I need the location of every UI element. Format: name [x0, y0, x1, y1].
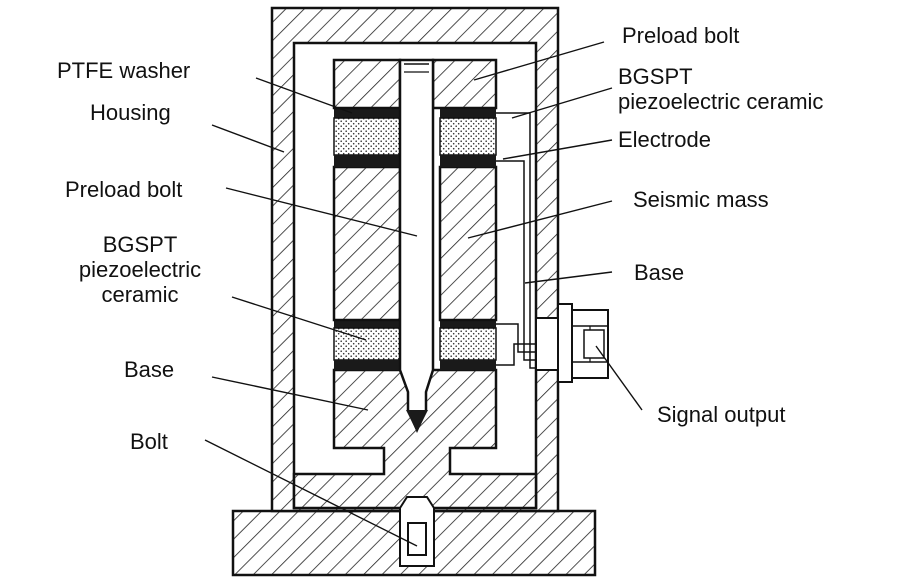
label-bgspt-left-line2: piezoelectric — [78, 257, 202, 282]
label-bolt: Bolt — [130, 429, 168, 454]
label-bgspt-left-line1: BGSPT — [102, 232, 178, 257]
label-bgspt-left-line3: ceramic — [101, 282, 179, 307]
label-preload-bolt-left: Preload bolt — [65, 177, 183, 202]
upper-ceramic-stack — [333, 108, 497, 167]
label-ptfe-washer: PTFE washer — [57, 58, 191, 83]
signal-connector — [535, 303, 609, 383]
label-seismic-mass: Seismic mass — [633, 187, 769, 212]
label-base-left: Base — [124, 357, 175, 382]
label-signal-output: Signal output — [657, 402, 786, 427]
label-electrode: Electrode — [618, 127, 711, 152]
label-bgspt-ceramic-left: BGSPT piezoelectric ceramic — [50, 232, 230, 307]
label-bgspt-right-line1: BGSPT — [618, 64, 693, 89]
lower-ceramic-stack — [333, 320, 497, 370]
label-base-right: Base — [634, 260, 685, 285]
label-bgspt-ceramic-right: BGSPT piezoelectric ceramic — [618, 64, 823, 114]
bottom-bolt — [399, 496, 435, 567]
preload-bolt-shaft — [398, 58, 435, 434]
label-bgspt-right-line2: piezoelectric ceramic — [618, 89, 824, 114]
label-preload-bolt-right: Preload bolt — [622, 23, 740, 48]
label-housing: Housing — [90, 100, 171, 125]
leader-lines — [204, 41, 643, 547]
inner-base-block — [292, 368, 538, 510]
